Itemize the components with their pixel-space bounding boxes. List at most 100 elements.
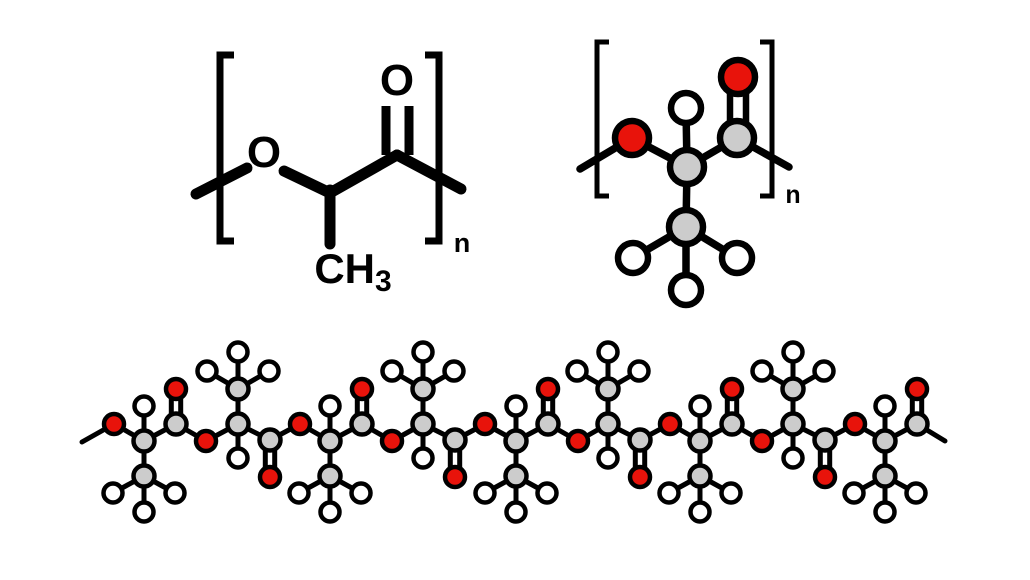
hydrogen-atom <box>257 359 281 383</box>
repeat-bracket <box>425 51 443 245</box>
oxygen-atom <box>349 376 375 402</box>
hydrogen-atom <box>596 340 620 364</box>
carbon-atom <box>163 411 189 437</box>
hydrogen-atom <box>750 359 774 383</box>
carbon-atom <box>503 428 529 454</box>
hydrogen-atom <box>132 500 156 524</box>
hydrogen-atom <box>411 446 435 470</box>
carbon-atom <box>716 117 758 159</box>
hydrogen-atom <box>442 359 466 383</box>
carbon-atom <box>780 376 806 402</box>
hydrogen-atom <box>719 481 743 505</box>
hydrogen-atom <box>163 481 187 505</box>
oxygen-atom <box>193 428 219 454</box>
carbon-atom <box>812 427 838 453</box>
hydrogen-atom <box>873 500 897 524</box>
hydrogen-atom <box>842 481 866 505</box>
oxygen-atom <box>842 411 868 437</box>
carbon-atom <box>595 376 621 402</box>
hydrogen-atom <box>101 481 125 505</box>
carbon-atom <box>225 411 251 437</box>
carbon-atom <box>410 411 436 437</box>
oxygen-atom <box>442 464 468 490</box>
repeat-bracket <box>760 39 775 199</box>
hydrogen-atom <box>614 239 652 277</box>
hydrogen-atom <box>657 481 681 505</box>
carbon-atom <box>687 463 713 489</box>
hydrogen-atom <box>226 446 250 470</box>
hydrogen-atom <box>411 340 435 364</box>
hydrogen-atom <box>667 271 705 309</box>
carbon-atom <box>872 463 898 489</box>
carbon-atom <box>687 428 713 454</box>
carbon-atom <box>317 428 343 454</box>
bond <box>278 165 336 199</box>
carbon-atom <box>780 411 806 437</box>
oxygen-atom <box>257 464 283 490</box>
carbon-atom <box>349 411 375 437</box>
repeat-bracket <box>216 51 234 245</box>
carbon-atom <box>225 376 251 402</box>
hydrogen-atom <box>873 394 897 418</box>
hydrogen-atom <box>380 359 404 383</box>
hydrogen-atom <box>627 359 651 383</box>
carbon-atom <box>131 428 157 454</box>
oxygen-atom <box>719 376 745 402</box>
carbon-atom <box>666 146 708 188</box>
oxygen-atom <box>472 411 498 437</box>
hydrogen-atom <box>718 239 756 277</box>
hydrogen-atom <box>132 394 156 418</box>
carbon-atom <box>627 427 653 453</box>
hydrogen-atom <box>195 359 219 383</box>
repeat-count-label: n <box>454 228 471 258</box>
carbon-atom <box>904 411 930 437</box>
hydrogen-atom <box>667 89 705 127</box>
bond <box>190 162 253 200</box>
hydrogen-atom <box>473 481 497 505</box>
carbon-atom <box>131 463 157 489</box>
hydrogen-atom <box>596 446 620 470</box>
ball-and-stick-figure: n <box>576 39 801 309</box>
hydrogen-atom <box>504 500 528 524</box>
hydrogen-atom <box>535 481 559 505</box>
oxygen-atom <box>163 376 189 402</box>
repeat-count-label: n <box>785 181 800 209</box>
hydrogen-atom <box>504 394 528 418</box>
hydrogen-atom <box>318 394 342 418</box>
carbon-atom <box>503 463 529 489</box>
oxygen-atom <box>535 376 561 402</box>
carbon-atom <box>317 463 343 489</box>
carbon-atom <box>595 411 621 437</box>
carbonyl-oxygen-label: O <box>380 56 414 105</box>
hydrogen-atom <box>781 446 805 470</box>
hydrogen-atom <box>688 500 712 524</box>
carbon-atom <box>535 411 561 437</box>
oxygen-atom <box>657 411 683 437</box>
oxygen-atom <box>717 56 759 98</box>
oxygen-atom <box>812 464 838 490</box>
repeat-bracket <box>594 39 609 199</box>
carbon-atom <box>719 411 745 437</box>
oxygen-atom <box>904 376 930 402</box>
carbon-atom <box>257 427 283 453</box>
hydrogen-atom <box>226 340 250 364</box>
bond <box>391 149 467 195</box>
hydrogen-atom <box>781 340 805 364</box>
methyl-group-label: CH3 <box>314 245 391 298</box>
hydrogen-atom <box>904 481 928 505</box>
carbon-atom <box>442 427 468 453</box>
oxygen-atom <box>379 428 405 454</box>
hydrogen-atom <box>565 359 589 383</box>
oxygen-atom <box>611 117 653 159</box>
polymer-chain-figure <box>79 340 948 524</box>
hydrogen-atom <box>349 481 373 505</box>
oxygen-atom <box>287 411 313 437</box>
hydrogen-atom <box>287 481 311 505</box>
oxygen-atom <box>627 464 653 490</box>
carbon-atom <box>410 376 436 402</box>
oxygen-atom <box>565 428 591 454</box>
carbon-atom <box>665 206 707 248</box>
bond <box>324 149 403 199</box>
